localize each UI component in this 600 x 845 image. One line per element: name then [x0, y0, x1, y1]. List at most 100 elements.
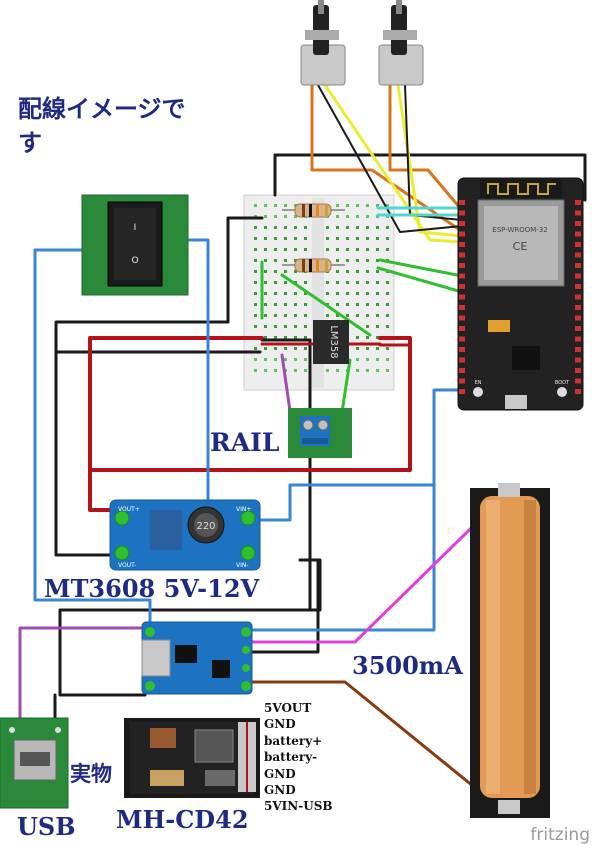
breadboard-hole: [264, 336, 267, 339]
breadboard-hole: [254, 226, 257, 229]
rocker-switch: I O: [81, 194, 189, 296]
breadboard-hole: [264, 303, 267, 306]
breadboard-hole: [386, 292, 389, 295]
breadboard-hole: [254, 248, 257, 251]
breadboard-hole: [294, 270, 297, 273]
breadboard-hole: [284, 248, 287, 251]
breadboard-hole: [326, 314, 329, 317]
breadboard-hole: [254, 204, 257, 207]
esp32-pin: [459, 347, 465, 352]
breadboard-hole: [356, 336, 359, 339]
breadboard-hole: [304, 237, 307, 240]
breadboard-hole: [274, 215, 277, 218]
breadboard-hole: [254, 314, 257, 317]
battery-label: 18650 battery: [555, 609, 575, 731]
breadboard-hole: [386, 369, 389, 372]
breadboard-hole: [336, 270, 339, 273]
breadboard-hole: [304, 303, 307, 306]
pin-label: GND: [264, 717, 296, 732]
switch-on-label: I: [134, 223, 137, 233]
esp32-pin: [575, 326, 581, 331]
breadboard-hole: [294, 226, 297, 229]
breadboard-hole: [376, 270, 379, 273]
mh-cd42-photo: [124, 718, 260, 798]
breadboard-hole: [386, 226, 389, 229]
breadboard-hole: [356, 270, 359, 273]
breadboard-hole: [284, 303, 287, 306]
breadboard-hole: [284, 281, 287, 284]
breadboard-hole: [326, 248, 329, 251]
breadboard-hole: [284, 358, 287, 361]
breadboard-hole: [274, 237, 277, 240]
breadboard-hole: [254, 259, 257, 262]
esp32-pin: [575, 357, 581, 363]
breadboard-hole: [264, 325, 267, 328]
rail-label: RAIL: [210, 428, 280, 457]
breadboard-hole: [386, 358, 389, 361]
breadboard-hole: [326, 226, 329, 229]
breadboard-hole: [284, 237, 287, 240]
esp32-pin: [575, 336, 581, 342]
breadboard-hole: [264, 215, 267, 218]
esp32-pin: [575, 305, 581, 310]
esp32-pin: [459, 284, 465, 289]
breadboard-hole: [386, 204, 389, 207]
esp32-module-label: ESP-WROOM-32: [492, 226, 547, 234]
esp32-pin: [459, 315, 465, 321]
esp32-pin: [459, 378, 465, 384]
breadboard-hole: [294, 215, 297, 218]
vout-minus-label: VOUT-: [118, 562, 136, 569]
breadboard-hole: [254, 237, 257, 240]
breadboard-hole: [366, 270, 369, 273]
breadboard-hole: [284, 347, 287, 350]
breadboard-hole: [376, 369, 379, 372]
breadboard-hole: [386, 314, 389, 317]
breadboard-hole: [356, 303, 359, 306]
breadboard-hole: [376, 259, 379, 262]
esp32-pin: [459, 389, 465, 394]
breadboard-hole: [356, 292, 359, 295]
breadboard-hole: [264, 292, 267, 295]
esp32-pin: [575, 315, 581, 321]
breadboard-hole: [386, 281, 389, 284]
breadboard-hole: [254, 303, 257, 306]
fritzing-watermark: fritzing: [530, 825, 590, 845]
breadboard-hole: [304, 336, 307, 339]
breadboard-hole: [264, 204, 267, 207]
ce-mark: CE: [513, 240, 528, 253]
breadboard-hole: [284, 259, 287, 262]
breadboard-hole: [304, 347, 307, 350]
breadboard-hole: [386, 347, 389, 350]
breadboard-hole: [356, 204, 359, 207]
breadboard-hole: [356, 248, 359, 251]
esp32-pin: [575, 378, 581, 384]
breadboard-hole: [356, 226, 359, 229]
vin-plus-label: VIN+: [236, 506, 251, 513]
esp32-pin: [575, 252, 581, 258]
breadboard-hole: [264, 358, 267, 361]
breadboard-hole: [346, 248, 349, 251]
esp32-pin: [575, 368, 581, 373]
breadboard-hole: [376, 226, 379, 229]
breadboard-hole: [366, 215, 369, 218]
esp32-pin: [459, 210, 465, 216]
breadboard-hole: [294, 292, 297, 295]
esp32-pin: [575, 294, 581, 300]
esp32-pin: [459, 368, 465, 373]
breadboard-hole: [304, 358, 307, 361]
breadboard-hole: [386, 325, 389, 328]
esp32-pin: [459, 294, 465, 300]
breadboard-hole: [376, 292, 379, 295]
breadboard-hole: [326, 369, 329, 372]
breadboard-hole: [294, 369, 297, 372]
breadboard-hole: [366, 347, 369, 350]
breadboard-hole: [326, 292, 329, 295]
breadboard-hole: [346, 237, 349, 240]
breadboard-hole: [346, 292, 349, 295]
breadboard-hole: [336, 292, 339, 295]
breadboard-hole: [336, 226, 339, 229]
esp32-en-label: EN: [475, 380, 482, 386]
breadboard-hole: [294, 259, 297, 262]
breadboard-hole: [254, 358, 257, 361]
breadboard-hole: [264, 237, 267, 240]
